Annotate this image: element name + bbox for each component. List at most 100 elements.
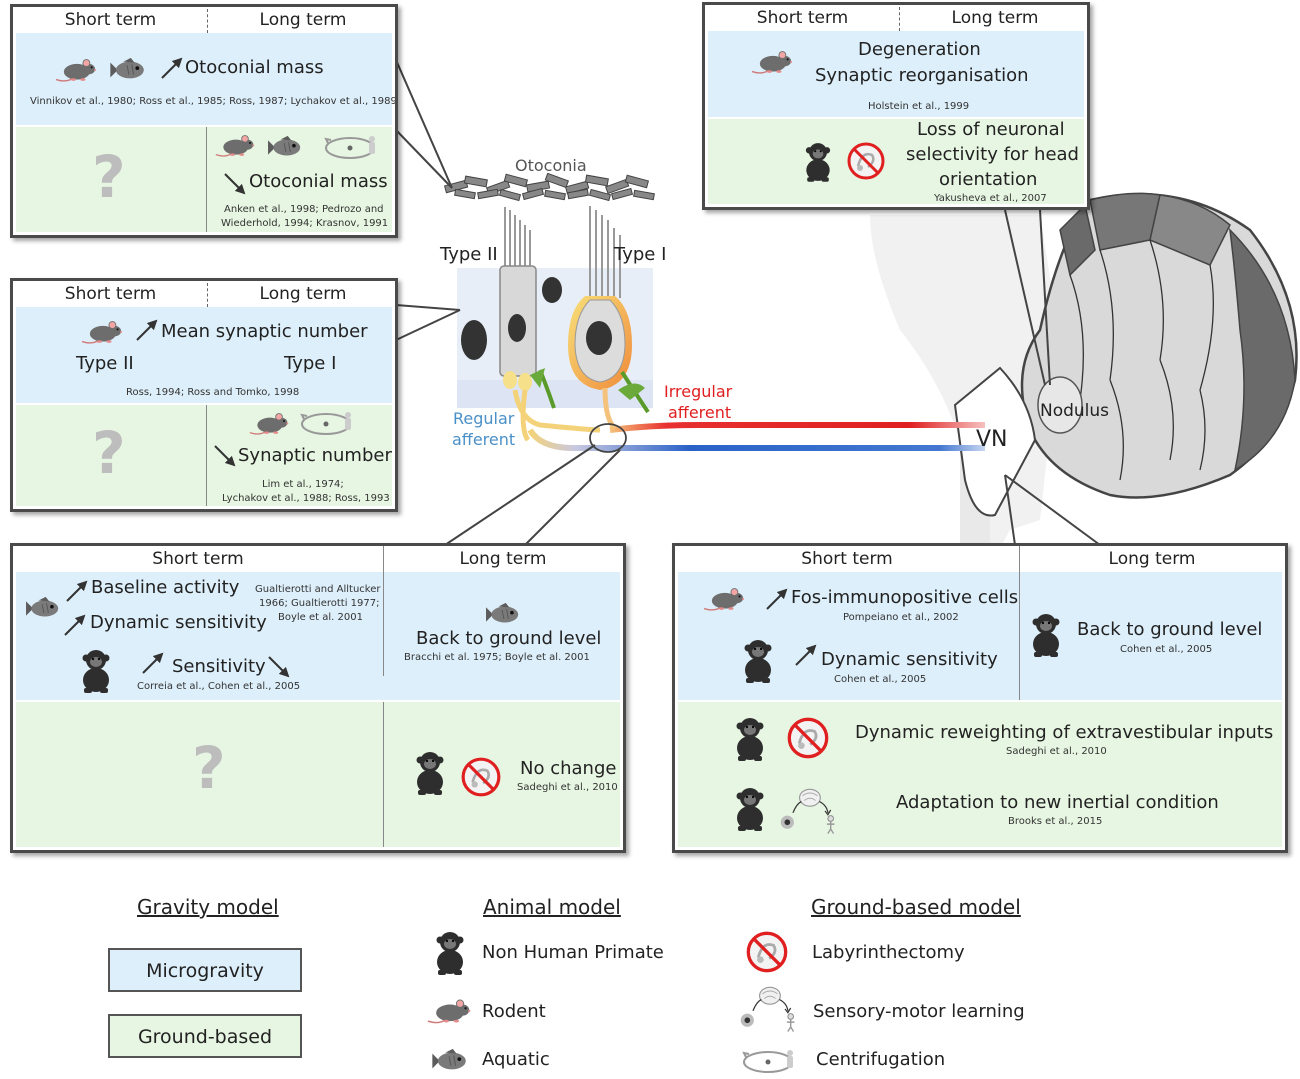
panel-header: Short term Long term [13,546,623,572]
vn-panel: Short term Long term Fos-immunopositive … [672,543,1288,853]
synaptic-number-decrease: Synaptic number [238,445,392,466]
short-term-header: Short term [756,8,849,28]
short-term-header: Short term [64,10,157,30]
fos-immunopositive-cells: Fos-immunopositive cells [791,587,1019,608]
regular-afferent-label-1: Regular [453,409,515,428]
back-to-ground-level: Back to ground level [416,628,602,649]
panel-header: Short term Long term [675,546,1285,572]
reference-1c: Boyle et al. 2001 [278,612,363,623]
centrifugation-icon [298,407,358,437]
panel-header: Short term Long term [705,5,1087,31]
micro-reference: Ross, 1994; Ross and Tomko, 1998 [126,387,300,398]
ground-reference-1: Anken et al., 1998; Pedrozo and [224,204,384,215]
otoconia-panel: Short term Long term Otoconial mass Vinn… [10,4,398,238]
aquatic-icon [106,57,150,83]
ground-section: ? No change Sadeghi et al., 2010 [16,702,620,847]
increase-arrow-icon [64,614,86,636]
nodulus [1037,376,1083,434]
regular-afferent-label-2: afferent [452,430,516,449]
irregular-afferent-label-2: afferent [668,403,732,422]
ground-reference-1: Lim et al., 1974; [262,479,344,490]
synapse-panel: Short term Long term Mean synaptic numbe… [10,278,398,512]
type2-hair-cell [499,207,537,391]
reweighting-reference: Sadeghi et al., 2010 [1006,746,1107,757]
decrease-arrow-icon [214,445,236,467]
type2-label: Type II [440,244,498,265]
mean-synaptic-number: Mean synaptic number [161,321,368,342]
long-term-header: Long term [951,8,1039,28]
rodent-icon [54,57,98,83]
primate-legend-label: Non Human Primate [482,942,664,963]
ground-reference-2: Wiederhold, 1994; Krasnov, 1991 [221,218,389,229]
type1-label: Type I [614,244,667,265]
increase-arrow-icon [142,652,164,674]
reference-1a: Gualtierotti and Alltucker [255,584,381,595]
no-change: No change [520,758,617,779]
reference-2: Correia et al., Cohen et al., 2005 [137,681,301,692]
ground-based-legend-label: Ground-based [137,1026,273,1048]
micro-reference: Holstein et al., 1999 [868,101,970,112]
ground-reference: Yakusheva et al., 2007 [934,193,1047,204]
micro-reference: Vinnikov et al., 1980; Ross et al., 1985… [30,96,397,107]
otoconia-label: Otoconia [515,156,587,175]
increase-arrow-icon [795,644,817,666]
fos-reference: Pompeiano et al., 2002 [843,612,959,623]
degeneration: Degeneration [858,39,981,60]
rodent-icon [426,997,472,1025]
centrifugation-legend-label: Centrifugation [816,1049,946,1070]
labyrinthectomy-icon [786,716,830,760]
nodulus-label: Nodulus [1040,401,1110,421]
ground-section: ? Synaptic number Lim et al., 1974; Lych… [16,405,392,506]
increase-arrow-icon [161,57,183,79]
short-term-header: Short term [801,549,893,569]
labyrinthectomy-icon [846,141,886,181]
long-term-header: Long term [459,549,547,569]
labyrinthectomy-icon [460,756,502,798]
vn-region [953,366,1037,517]
ground-based-legend: Ground-based [108,1014,302,1058]
type1-hair-cell [568,206,632,390]
nodulus-panel: Short term Long term Degeneration Synapt… [702,2,1090,210]
back-reference: Cohen et al., 2005 [1120,644,1213,655]
rodent-icon [214,133,256,158]
panel-header: Short term Long term [13,7,395,33]
back-to-ground-level: Back to ground level [1077,619,1263,640]
reference-1b: 1966; Gualtierotti 1977; [259,598,380,609]
vn-label: VN [976,427,1008,452]
dynamic-sensitivity: Dynamic sensitivity [90,612,267,633]
unknown-question-mark: ? [192,734,226,802]
loss-of-selectivity-line3: orientation [939,169,1038,190]
rodent-legend-label: Rodent [482,1001,546,1022]
decrease-arrow-icon [224,173,246,195]
microgravity-section: Degeneration Synaptic reorganisation Hol… [708,31,1084,117]
unknown-question-mark: ? [92,143,126,211]
panel-header: Short term Long term [13,281,395,307]
irregular-afferent-label-1: Irregular [664,382,733,401]
primate-icon [730,786,770,832]
labyrinthectomy-legend-label: Labyrinthectomy [812,942,965,963]
dynamic-reweighting: Dynamic reweighting of extravestibular i… [855,722,1274,743]
centrifugation-icon [322,131,382,161]
otoconia-crystals [443,172,655,202]
dynamic-sensitivity: Dynamic sensitivity [821,649,998,670]
microgravity-section: Baseline activity Dynamic sensitivity Gu… [16,546,620,700]
short-term-header: Short term [152,549,244,569]
sensory-motor-learning-icon [776,786,842,834]
adaptation-reference: Brooks et al., 2015 [1008,816,1103,827]
labyrinthectomy-icon [745,930,789,974]
ground-section: ? Otoconial mass Anken et al., 1998; Ped… [16,127,392,232]
primate-icon [1026,612,1066,658]
ground-section: Loss of neuronal selectivity for head or… [708,119,1084,204]
loss-of-selectivity-line2: selectivity for head [906,144,1079,165]
microgravity-section: Fos-immunopositive cells Pompeiano et al… [678,546,1282,700]
microgravity-section: Otoconial mass Vinnikov et al., 1980; Ro… [16,33,395,125]
primate-icon [76,648,116,694]
sensory-motor-learning-icon [736,984,802,1032]
short-term-header: Short term [64,284,157,304]
ground-section: Dynamic reweighting of extravestibular i… [678,702,1282,847]
microgravity-section: Mean synaptic number Type II Type I Ross… [16,307,392,403]
sensitivity: Sensitivity [172,656,266,677]
increase-arrow-icon [66,580,88,602]
rodent-icon [248,411,290,436]
animal-model-title: Animal model [483,895,621,919]
